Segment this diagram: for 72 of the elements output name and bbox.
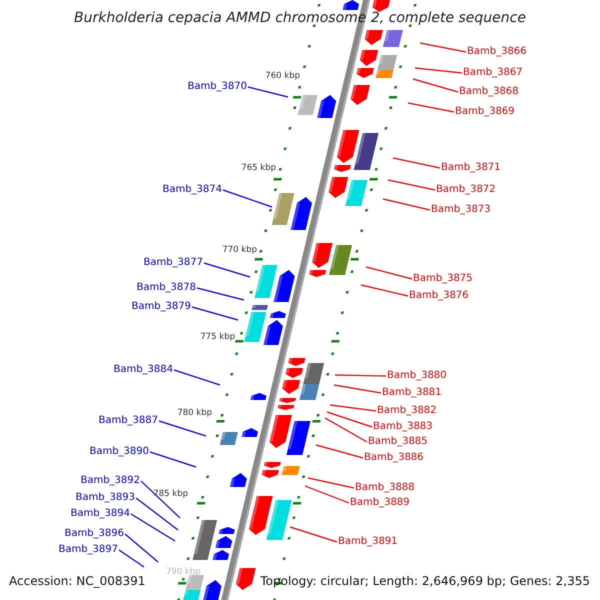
scale-label: 760 kbp <box>265 70 300 82</box>
leader-line <box>192 306 238 321</box>
gene-label: Bamb_3874 <box>162 184 222 196</box>
gene-label: Bamb_3882 <box>377 405 437 417</box>
gene-label: Bamb_3893 <box>75 492 135 504</box>
gene-label: Bamb_3881 <box>382 387 442 399</box>
gene-label: Bamb_3867 <box>463 67 523 79</box>
leader-line <box>330 404 376 412</box>
title: Burkholderia cepacia AMMD chromosome 2, complete sequence <box>73 9 527 27</box>
leader-line <box>334 374 386 377</box>
leader-line <box>196 287 244 301</box>
leader-line <box>316 444 364 459</box>
gene-label: Bamb_3875 <box>413 273 473 285</box>
leader-line <box>366 266 412 280</box>
leader-line <box>382 198 430 211</box>
gene-label: Bamb_3880 <box>387 370 447 382</box>
gene-label: Bamb_3897 <box>58 544 118 556</box>
leader-line <box>360 284 408 297</box>
leader-line <box>118 550 144 568</box>
gene-label: Bamb_3896 <box>64 528 124 540</box>
gene-label: Bamb_3877 <box>143 257 203 269</box>
leader-line <box>130 513 176 542</box>
leader-line <box>414 67 462 74</box>
gene-label: Bamb_3876 <box>409 290 469 302</box>
leader-line <box>334 384 382 394</box>
gene-label: Bamb_3878 <box>136 282 196 294</box>
scale-label: 780 kbp <box>177 407 212 419</box>
leader-line <box>248 86 288 98</box>
leader-line <box>324 417 368 443</box>
scale-label: 765 kbp <box>241 162 276 174</box>
leader-line <box>222 189 272 208</box>
gene-label: Bamb_3879 <box>131 301 191 313</box>
gene-label: Bamb_3894 <box>70 508 130 520</box>
sequence-info: Topology: circular; Length: 2,646,969 bp; Genes: 2,355 <box>260 575 590 587</box>
leader-line <box>420 42 466 53</box>
accession-label: Accession: NC_008391 <box>9 575 146 587</box>
scale-label: 790 kbp <box>166 566 201 578</box>
leader-line <box>140 480 180 518</box>
leader-line <box>136 498 178 530</box>
leader-line <box>326 411 372 428</box>
gene-label: Bamb_3871 <box>441 162 501 174</box>
scale-label: 785 kbp <box>153 488 188 500</box>
leader-line <box>290 526 338 543</box>
gene-label: Bamb_3891 <box>338 536 398 548</box>
gene-label: Bamb_3886 <box>364 452 424 464</box>
leader-line <box>150 451 196 468</box>
leader-line <box>124 534 158 562</box>
gene-label: Bamb_3866 <box>467 46 527 58</box>
gene-label: Bamb_3883 <box>373 421 433 433</box>
scale-label: 775 kbp <box>200 331 235 343</box>
gene-label: Bamb_3892 <box>80 475 140 487</box>
gene-label: Bamb_3884 <box>113 364 173 376</box>
leader-line <box>408 102 454 113</box>
leader-line <box>392 157 440 169</box>
gene-label: Bamb_3889 <box>350 497 410 509</box>
leader-line <box>308 477 354 489</box>
scale-label: 770 kbp <box>222 244 257 256</box>
gene-label: Bamb_3888 <box>355 482 415 494</box>
gene-label: Bamb_3873 <box>431 204 491 216</box>
gene-label: Bamb_3890 <box>89 446 149 458</box>
gene-label: Bamb_3869 <box>455 106 515 118</box>
gene-label: Bamb_3885 <box>368 436 428 448</box>
gene-label: Bamb_3868 <box>459 86 519 98</box>
leader-line <box>388 179 436 191</box>
gene-label: Bamb_3870 <box>187 81 247 93</box>
gene-label: Bamb_3887 <box>98 415 158 427</box>
leader-line <box>412 78 458 93</box>
leader-line <box>204 262 250 278</box>
gene-label: Bamb_3872 <box>436 184 496 196</box>
leader-line <box>158 420 206 437</box>
leader-line <box>174 369 220 386</box>
leader-line <box>304 485 350 504</box>
